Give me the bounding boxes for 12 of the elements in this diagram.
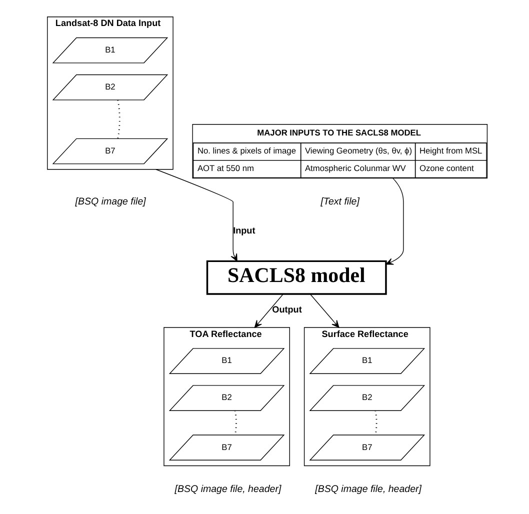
node-label: [BSQ image file] <box>75 196 146 208</box>
node-label: [Text file] <box>320 196 360 208</box>
arrow <box>386 178 404 265</box>
node-label: [BSQ image file, header] <box>315 484 422 496</box>
connector <box>117 100 120 139</box>
edge-label: Output <box>272 304 302 314</box>
edge-label: Input <box>233 226 256 236</box>
arrow <box>254 294 284 328</box>
node-box: SACLS8 model <box>206 260 387 295</box>
arrow <box>310 294 340 328</box>
arrow <box>156 169 238 262</box>
node-label: [BSQ image file, header] <box>174 484 282 496</box>
